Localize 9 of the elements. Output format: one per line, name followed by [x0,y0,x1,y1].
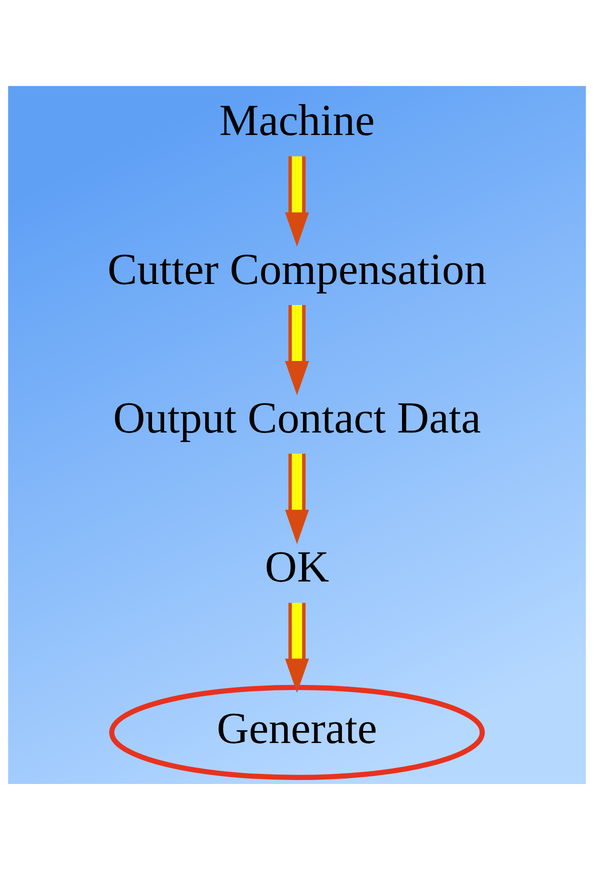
node-text: Machine [219,94,375,145]
node-ellipse: Generate [109,684,485,780]
node-text: OK [264,540,330,591]
arrow [285,304,309,395]
arrow [285,453,309,544]
arrow [285,156,309,246]
arrow [285,602,309,692]
node-text: Cutter Compensation [108,243,486,294]
node-text: Output Contact Data [113,392,481,442]
